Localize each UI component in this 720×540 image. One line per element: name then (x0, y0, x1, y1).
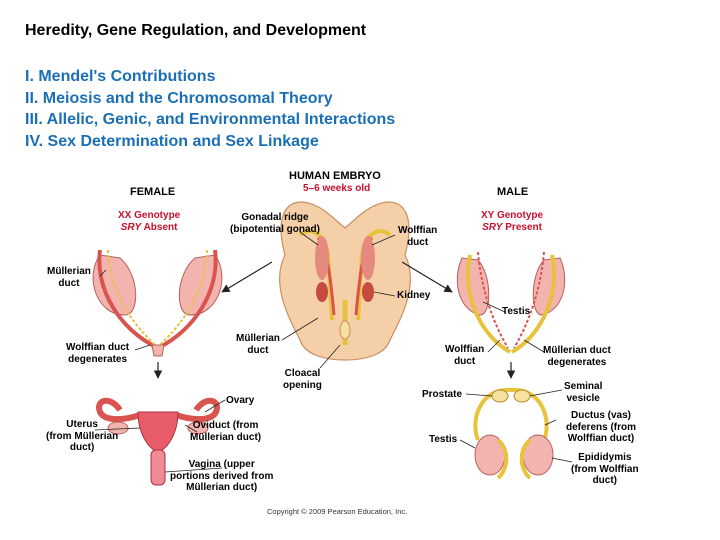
outline-item: II. Meiosis and the Chromosomal Theory (25, 89, 333, 107)
outline-list: I. Mendel's Contributions II. Meiosis an… (25, 66, 395, 152)
slide-title: Heredity, Gene Regulation, and Developme… (25, 22, 367, 39)
label-line: Müllerian (47, 266, 91, 277)
label-line: (from Müllerian (46, 430, 119, 442)
leader-lines (94, 231, 573, 473)
male-tract-illustration (473, 387, 554, 480)
label-line: duct) (592, 475, 618, 486)
label-ductus-deferens: Ductus (vas) deferens (from Wolffian duc… (566, 410, 636, 445)
label-line: Wolffian (445, 344, 485, 355)
arrow-to-female (221, 261, 273, 293)
copyright-notice: Copyright © 2009 Pearson Education, Inc. (267, 507, 408, 516)
label-testis-top: Testis (502, 306, 531, 317)
label-line: Wolffian duct (66, 342, 130, 353)
label-vagina: Vagina (upper portions derived from Müll… (170, 459, 273, 494)
label-line: duct) (69, 442, 95, 453)
embryo-illustration (279, 201, 411, 361)
label-wolffian-duct-male: Wolffian duct (445, 344, 484, 367)
label-seminal-vesicle: Seminal vesicle (564, 381, 602, 404)
label-line: Müllerian (236, 333, 280, 344)
female-sry-line: SRY Absent (118, 222, 180, 234)
label-line: Müllerian duct) (190, 431, 262, 443)
label-mullerian-degenerates: Müllerian duct degenerates (543, 345, 611, 368)
label-line: duct (58, 277, 80, 289)
male-genotype-line: XY Genotype (481, 210, 544, 221)
label-ovary: Ovary (226, 395, 255, 406)
label-gonadal-ridge: Gonadal ridge (bipotential gonad) (230, 212, 320, 235)
label-line: opening (283, 379, 322, 391)
label-testis-bottom: Testis (429, 434, 458, 445)
label-line: Müllerian duct (543, 345, 611, 356)
female-duct-illustration (92, 249, 223, 357)
label-line: Ductus (vas) (571, 410, 632, 421)
label-cloacal-opening: Cloacal opening (283, 368, 322, 391)
male-sry-line: SRY Present (481, 222, 543, 234)
embryo-age: 5–6 weeks old (303, 183, 371, 194)
label-line: Wolffian (398, 225, 438, 236)
label-line: Seminal (564, 381, 603, 392)
label-kidney: Kidney (397, 290, 431, 301)
label-line: Oviduct (from (192, 420, 259, 431)
label-line: Vagina (upper (188, 459, 255, 470)
arrow-to-male (401, 261, 453, 293)
label-prostate: Prostate (422, 389, 463, 400)
label-line: duct (407, 236, 429, 248)
female-sry-gene: SRY (120, 221, 142, 233)
label-wolffian-duct: Wolffian duct (398, 225, 437, 248)
label-line: Uterus (66, 419, 98, 430)
female-genotype: XX Genotype SRY Absent (118, 210, 180, 233)
label-line: duct (454, 355, 476, 367)
female-genotype-line: XX Genotype (118, 210, 181, 221)
embryo-heading: HUMAN EMBRYO (289, 170, 381, 182)
label-line: portions derived from (170, 470, 274, 482)
outline-item: III. Allelic, Genic, and Environmental I… (25, 111, 396, 128)
male-sry-status: Present (502, 221, 542, 233)
label-line: vesicle (566, 392, 600, 404)
label-wolffian-degenerates: Wolffian duct degenerates (66, 342, 129, 365)
label-line: Cloacal (284, 368, 321, 379)
female-sry-status: Absent (141, 221, 178, 233)
outline-item: IV. Sex Determination and Sex Linkage (25, 132, 319, 150)
label-line: (from Wolffian (571, 463, 639, 475)
label-line: Epididymis (578, 452, 632, 463)
label-oviduct: Oviduct (from Müllerian duct) (190, 420, 261, 443)
female-tract-illustration (96, 397, 220, 486)
label-mullerian-duct-center: Müllerian duct (236, 333, 280, 356)
label-line: deferens (from (566, 421, 637, 433)
outline-item: I. Mendel's Contributions (25, 68, 216, 85)
male-sry-gene: SRY (482, 221, 503, 233)
male-heading: MALE (497, 186, 529, 198)
label-line: Wolffian duct) (567, 433, 635, 444)
male-genotype: XY Genotype SRY Present (481, 210, 543, 233)
label-line: duct (247, 344, 269, 356)
label-epididymis: Epididymis (from Wolffian duct) (571, 452, 639, 487)
label-line: Müllerian duct) (186, 482, 258, 493)
label-line: degenerates (547, 356, 607, 368)
male-duct-illustration (456, 251, 566, 354)
label-line: degenerates (68, 353, 128, 365)
female-heading: FEMALE (130, 186, 176, 198)
label-uterus: Uterus (from Müllerian duct) (46, 419, 118, 454)
label-line: (bipotential gonad) (230, 223, 320, 235)
label-line: Gonadal ridge (241, 212, 309, 223)
label-mullerian-duct-female: Müllerian duct (47, 266, 91, 289)
